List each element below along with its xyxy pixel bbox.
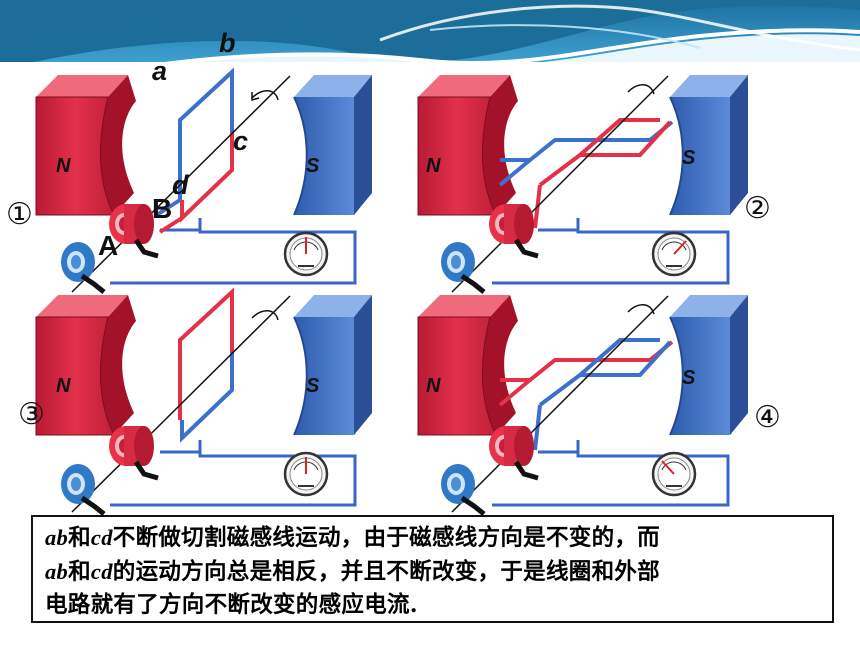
caption-text: 不断做切割磁感线运动，由于磁感线方向是不变的，而: [112, 525, 660, 551]
label-b: b: [219, 28, 236, 58]
explanation-caption: ab和cd不断做切割磁感线运动，由于磁感线方向是不变的，而 ab和cd的运动方向…: [31, 515, 834, 623]
pole-s-4: S: [682, 367, 696, 389]
stage-4-diagram: [417, 294, 749, 514]
caption-text: 和: [68, 525, 91, 551]
caption-text: 电路就有了方向不断改变的感应电流.: [45, 592, 418, 618]
label-a: a: [152, 56, 168, 86]
caption-var-ab: ab: [45, 525, 69, 550]
pole-s-1: S: [306, 155, 320, 177]
label-d: d: [172, 170, 189, 200]
stage-number-2: ②: [744, 191, 771, 226]
pole-n-4: N: [426, 375, 441, 397]
stage-number-3: ③: [18, 397, 45, 432]
pole-s-3: S: [306, 375, 320, 397]
stage-2-diagram: [417, 74, 749, 292]
caption-text: 的运动方向总是相反，并且不断改变，于是线圈和外部: [112, 559, 660, 585]
pole-s-2: S: [682, 147, 696, 169]
pole-n-1: N: [56, 155, 71, 177]
caption-line-2: ab和cd的运动方向总是相反，并且不断改变，于是线圈和外部: [45, 555, 822, 589]
stage-3-diagram: [35, 287, 373, 514]
caption-var-ab: ab: [45, 559, 69, 584]
stage-number-1: ①: [6, 197, 33, 232]
caption-var-cd: cd: [90, 559, 113, 584]
caption-line-1: ab和cd不断做切割磁感线运动，由于磁感线方向是不变的，而: [45, 521, 822, 555]
pole-n-3: N: [56, 375, 71, 397]
label-c: c: [233, 126, 249, 156]
stage-number-4: ④: [754, 400, 781, 435]
caption-var-cd: cd: [90, 525, 113, 550]
pole-n-2: N: [426, 155, 441, 177]
label-ring-a: A: [98, 230, 119, 261]
caption-text: 和: [68, 559, 91, 585]
stage-1-diagram: [35, 67, 373, 292]
caption-line-3: 电路就有了方向不断改变的感应电流.: [45, 589, 822, 622]
label-ring-b: B: [152, 193, 173, 224]
